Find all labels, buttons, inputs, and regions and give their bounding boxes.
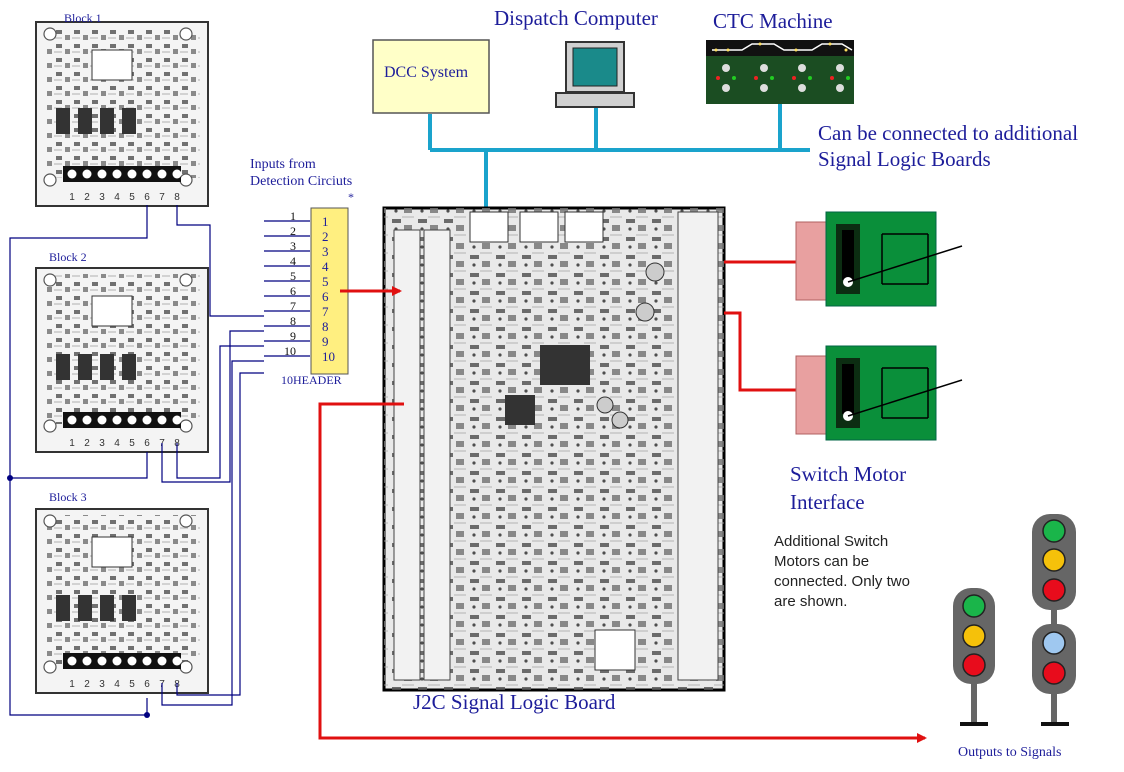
input-line-number: 2	[290, 224, 296, 238]
terminal-number: 2	[84, 679, 90, 690]
terminal-number: 5	[129, 679, 135, 690]
terminal-screw	[173, 170, 182, 179]
terminal-number: 2	[84, 438, 90, 449]
header-pin-number: 3	[322, 244, 329, 259]
input-line-number: 5	[290, 269, 296, 283]
dispatch-computer-icon	[556, 42, 634, 107]
terminal-number: 1	[69, 192, 75, 203]
terminal-screw	[98, 170, 107, 179]
dcc-system-label: DCC System	[384, 64, 468, 82]
terminal-number: 7	[159, 192, 165, 203]
terminal-number: 4	[114, 438, 120, 449]
terminal-number: 2	[84, 192, 90, 203]
board-name-label: J2C Signal Logic Board	[413, 690, 615, 715]
block-1-label: Block 1	[64, 11, 102, 26]
signal-left	[953, 588, 995, 726]
terminal-screw	[68, 657, 77, 666]
input-line-number: 6	[290, 284, 296, 298]
additional-motors-note: Additional Switch Motors can be connecte…	[774, 532, 934, 612]
terminal-screw	[143, 170, 152, 179]
terminal-number: 1	[69, 438, 75, 449]
block-3-label: Block 3	[49, 490, 87, 505]
header-pin-number: 1	[322, 214, 329, 229]
terminal-number: 1	[69, 679, 75, 690]
terminal-screw	[158, 416, 167, 425]
bus-junction-top	[7, 475, 13, 481]
terminal-number: 5	[129, 438, 135, 449]
outputs-to-signals-label: Outputs to Signals	[958, 745, 1061, 761]
asterisk-mark: *	[348, 190, 354, 205]
terminal-screw	[68, 170, 77, 179]
terminal-screw	[113, 170, 122, 179]
terminal-screw	[83, 657, 92, 666]
terminal-number: 4	[114, 192, 120, 203]
terminal-number: 6	[144, 192, 150, 203]
bus-junction-bottom	[144, 712, 150, 718]
terminal-screw	[83, 170, 92, 179]
terminal-screw	[173, 416, 182, 425]
input-line-number: 7	[290, 299, 296, 313]
header-name-label: 10HEADER	[281, 373, 342, 388]
header-pin-number: 7	[322, 304, 329, 319]
terminal-screw	[158, 657, 167, 666]
terminal-screw	[83, 416, 92, 425]
header-pin-number: 4	[322, 259, 329, 274]
header-pin-number: 9	[322, 334, 329, 349]
dispatch-computer-label: Dispatch Computer	[494, 6, 658, 31]
terminal-screw	[128, 170, 137, 179]
terminal-screw	[128, 416, 137, 425]
terminal-number: 6	[144, 679, 150, 690]
switch-motor-interface-label: Switch Motor Interface	[790, 460, 906, 516]
terminal-screw	[143, 657, 152, 666]
terminal-screw	[98, 657, 107, 666]
terminal-number: 5	[129, 192, 135, 203]
terminal-number: 3	[99, 679, 105, 690]
switch-motors	[796, 212, 962, 440]
header-pin-number: 2	[322, 229, 329, 244]
ctc-machine-label: CTC Machine	[713, 9, 833, 34]
terminal-number: 8	[174, 192, 180, 203]
ctc-machine-image	[706, 40, 854, 104]
terminal-number: 3	[99, 438, 105, 449]
input-line-number: 9	[290, 329, 296, 343]
terminal-screw	[98, 416, 107, 425]
computer-bus	[430, 104, 810, 208]
input-line-number: 8	[290, 314, 296, 328]
header-pin-number: 5	[322, 274, 329, 289]
terminal-screw	[113, 657, 122, 666]
switch-motor-1	[796, 212, 962, 306]
terminal-screw	[128, 657, 137, 666]
terminal-screw	[68, 416, 77, 425]
inputs-from-label: Inputs from Detection Circiuts	[250, 156, 352, 190]
input-line-number: 1	[290, 209, 296, 223]
header-pin-number: 6	[322, 289, 329, 304]
additional-boards-label: Can be connected to additional Signal Lo…	[818, 120, 1078, 172]
input-line-number: 4	[290, 254, 296, 268]
terminal-number: 4	[114, 679, 120, 690]
block-2-label: Block 2	[49, 250, 87, 265]
terminal-screw	[158, 170, 167, 179]
switch-motor-2	[796, 346, 962, 440]
header-pin-number: 8	[322, 319, 329, 334]
input-line-number: 10	[284, 344, 296, 358]
terminal-screw	[143, 416, 152, 425]
terminal-screw	[173, 657, 182, 666]
signal-logic-board-image	[384, 208, 724, 690]
terminal-number: 3	[99, 192, 105, 203]
input-line-number: 3	[290, 239, 296, 253]
header-pin-number: 10	[322, 349, 335, 364]
terminal-number: 6	[144, 438, 150, 449]
signal-right	[1032, 514, 1076, 726]
terminal-screw	[113, 416, 122, 425]
